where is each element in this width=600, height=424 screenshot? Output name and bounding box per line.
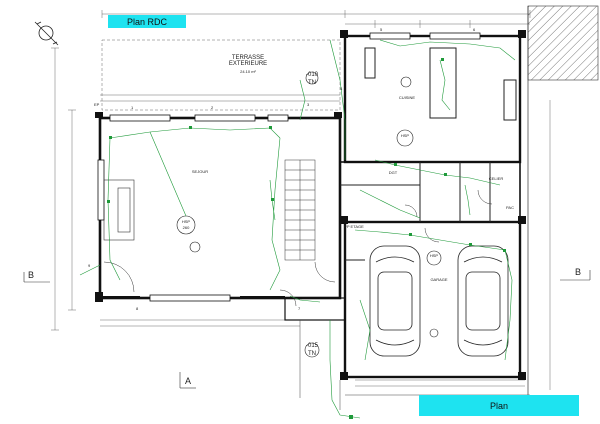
- hsp-sejour: HSP: [181, 219, 191, 224]
- mark-5: 5: [380, 27, 383, 32]
- plan-rdc-banner: Plan RDC: [108, 15, 186, 28]
- level-terrace-tag: TN: [308, 80, 316, 86]
- sejour-furniture: [103, 179, 135, 241]
- pp-etage-label: PP ETAGE: [344, 224, 364, 229]
- mark-8: 8: [136, 306, 139, 311]
- level-entry-value: -015: [305, 343, 318, 349]
- pac-label: PAC: [506, 205, 514, 210]
- mark-7: 7: [298, 306, 301, 311]
- plan-banner: Plan: [419, 395, 579, 416]
- level-terrace-value: -010: [305, 72, 318, 78]
- ep-mark: EP: [94, 102, 100, 107]
- windows: [97, 32, 481, 302]
- terrace-outline: [101, 39, 341, 111]
- mark-4: 4: [340, 86, 343, 91]
- hsp-kitchen: HSP: [400, 133, 410, 138]
- mark-6: 6: [473, 27, 476, 32]
- cuisine-label: CUISINE: [398, 95, 416, 100]
- sejour-label: SEJOUR: [191, 169, 209, 174]
- door-swings: [103, 189, 493, 307]
- level-entry-tag: TN: [308, 351, 316, 357]
- section-b-left: B: [28, 270, 35, 280]
- hsp-garage: HSP: [429, 253, 439, 258]
- partitions: [340, 47, 517, 261]
- electrical-network: [79, 39, 516, 419]
- dgt-label: DGT: [388, 170, 398, 175]
- garage-label: GARAGE: [430, 277, 448, 282]
- mark-1: 1: [131, 105, 134, 110]
- terrace-label: TERRASSE EXTERIEURE: [228, 55, 268, 67]
- mark-2: 2: [211, 105, 214, 110]
- hsp-circles: [176, 71, 442, 358]
- mark-3: 3: [307, 102, 310, 107]
- neighbour-hatch: [527, 5, 599, 81]
- network-marks: [107, 58, 506, 419]
- staircase: [284, 159, 316, 261]
- cellier-label: CELIER: [488, 176, 504, 181]
- dimension-lines: [51, 10, 551, 390]
- cars: [369, 245, 509, 357]
- section-lines: [23, 270, 591, 389]
- section-a-bottom: A: [185, 376, 192, 386]
- terrace-area: 24.10 m²: [240, 69, 256, 74]
- section-b-right: B: [575, 267, 582, 277]
- hsp-sejour-value: 260: [182, 225, 190, 230]
- mark-9: 9: [88, 263, 91, 268]
- wall-fills: [95, 30, 526, 380]
- compass-icon: [34, 21, 59, 46]
